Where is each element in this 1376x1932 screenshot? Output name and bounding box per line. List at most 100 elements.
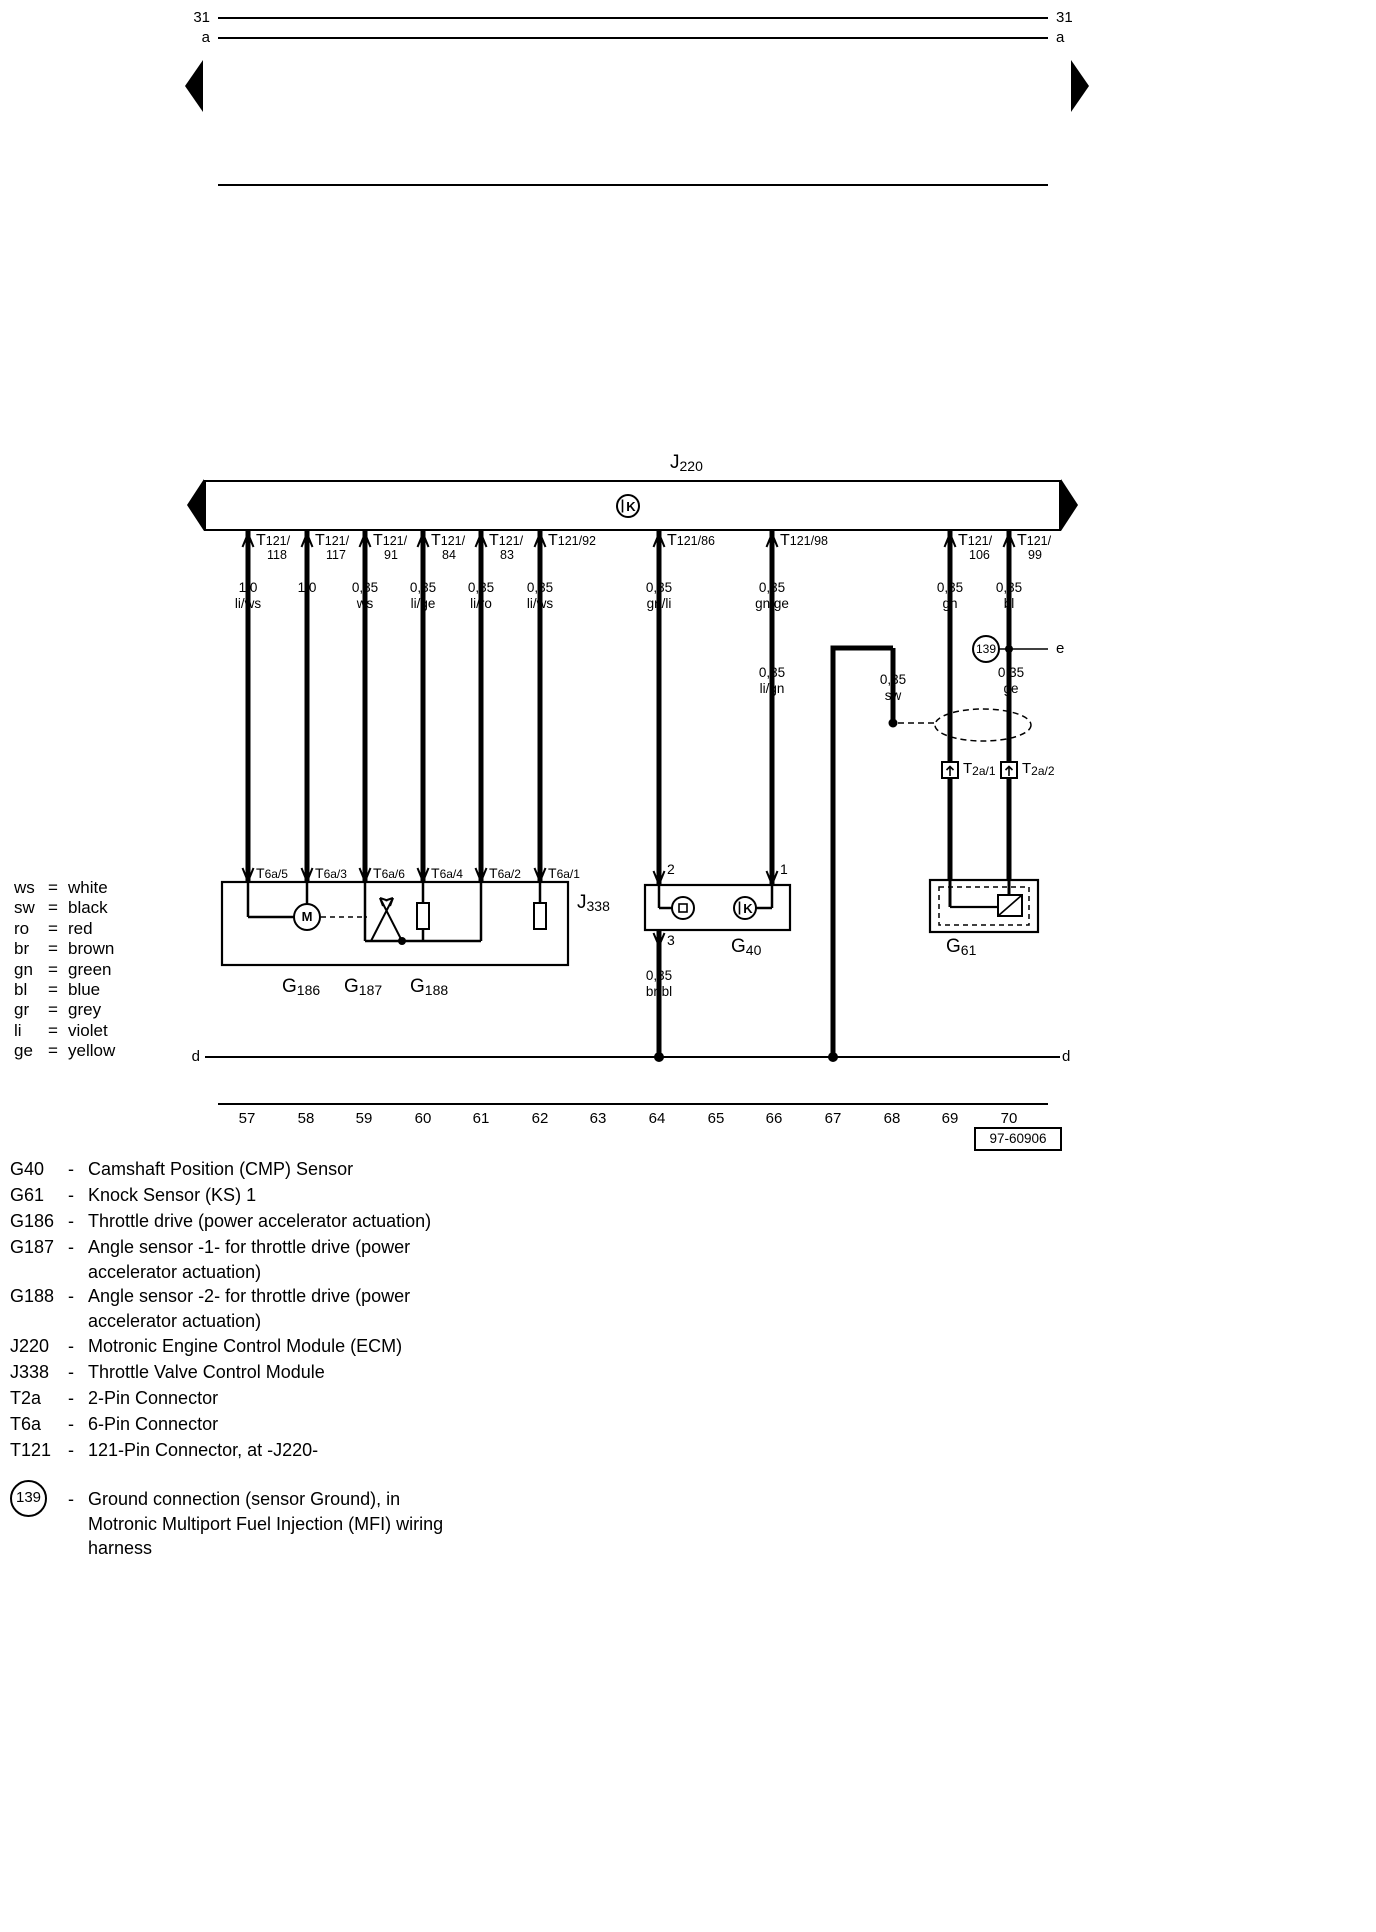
g40-sensor (643, 870, 792, 949)
color: gn/ge (755, 595, 789, 611)
ecm-box (204, 480, 1061, 531)
color: li (304, 595, 310, 611)
term-line2: 99 (1028, 547, 1042, 562)
label-t2a-1: T2a/1 (963, 760, 996, 778)
dash: - (68, 1489, 74, 1509)
pin: 6a/2 (497, 867, 521, 881)
component-list-row-t121: T121-121-Pin Connector, at -J220- (10, 1438, 318, 1463)
eq: = (48, 918, 58, 938)
number: 186 (296, 982, 321, 998)
size: 0,35 (645, 580, 673, 595)
abbr: ws (14, 878, 35, 897)
name: grey (68, 1000, 102, 1020)
resistor-symbol (533, 902, 547, 930)
prefix: T (431, 865, 440, 881)
name: yellow (68, 1041, 116, 1061)
number: 338 (586, 898, 610, 914)
top-rails (218, 17, 1048, 186)
doc-number-box: 97-60906 (974, 1127, 1062, 1151)
component-list-row-t2a: T2a-2-Pin Connector (10, 1386, 218, 1411)
wire-ground-67 (830, 645, 893, 1057)
term-prefix: T (667, 532, 677, 549)
prefix: T (548, 865, 557, 881)
pin: 2a/1 (972, 764, 996, 778)
terminal-t121-83: T121/83 (489, 532, 524, 562)
code: T2a (10, 1388, 42, 1408)
term-prefix: T (315, 532, 325, 549)
color: li/ws (234, 595, 262, 611)
terminal-t6a-5: T6a/5 (256, 865, 288, 881)
color-legend-row-gn: gn=green (14, 960, 115, 980)
terminal-t121-98: T121/98 (780, 533, 828, 549)
color-legend-row-ge: ge=yellow (14, 1041, 115, 1061)
connector-arrow-icon (945, 765, 955, 771)
dash: - (68, 1286, 74, 1306)
size: 0,35 (467, 580, 495, 595)
terminal-t121-84: T121/84 (431, 533, 466, 562)
color-legend-row-br: br=brown (14, 939, 115, 959)
color: sw (884, 687, 902, 703)
prefix: T (963, 760, 973, 777)
g40-box (643, 883, 792, 932)
color: br/bl (645, 983, 673, 999)
color-legend-row-ro: ro=red (14, 919, 115, 939)
grid-number-67: 67 (824, 1110, 842, 1127)
pin: 6a/3 (323, 867, 347, 881)
term-line1: 121/ (440, 534, 466, 548)
dash: - (68, 1414, 74, 1434)
piezo-element-diagonal (997, 894, 1023, 917)
g40-k-symbol: K (743, 901, 753, 916)
term-line1: 121/92 (557, 534, 597, 548)
g40-pin-2: 2 (667, 861, 675, 877)
color: li/ws (526, 595, 554, 611)
grid-number-62: 62 (531, 1110, 549, 1127)
term-line1: 121/ (498, 534, 524, 548)
number: 188 (424, 982, 449, 998)
exit-e-label: e (1056, 640, 1065, 657)
term-line1: 121/ (265, 534, 291, 548)
prefix: T (489, 865, 498, 881)
label-g186: G186 (282, 976, 320, 998)
piezo-element-symbol (997, 894, 1023, 917)
description: Angle sensor -1- for throttle drive (pow… (88, 1237, 411, 1282)
pin: 6a/4 (439, 867, 463, 881)
size: 0,35 (351, 580, 379, 595)
prefix: G (344, 976, 359, 997)
terminal-t121-117: T121/117 (315, 532, 349, 562)
ecm-k-symbol: K (626, 499, 636, 514)
grid-number-64: 64 (648, 1110, 666, 1127)
term-line2: 106 (969, 547, 990, 562)
label-j220: J220 (670, 452, 703, 474)
component-list-row-g61: G61-Knock Sensor (KS) 1 (10, 1183, 256, 1208)
description: 2-Pin Connector (88, 1388, 219, 1408)
label-g187: G187 (344, 976, 382, 998)
term-prefix: T (489, 532, 499, 549)
prefix: T (315, 865, 324, 881)
pin: 6a/1 (556, 867, 580, 881)
pin: 6a/5 (264, 867, 288, 881)
grid-number-61: 61 (472, 1110, 490, 1127)
grid-number-58: 58 (297, 1110, 315, 1127)
description: Throttle drive (power accelerator actuat… (88, 1211, 432, 1231)
number: 40 (745, 942, 762, 958)
junction-dot (1005, 645, 1013, 653)
abbr: br (14, 939, 30, 959)
continuation-arrows-top (185, 60, 1089, 112)
color-legend-row-li: li=violet (14, 1021, 115, 1041)
control-module-symbol-circle (616, 494, 640, 518)
description: Ground connection (sensor Ground), in Mo… (88, 1489, 444, 1558)
description: Camshaft Position (CMP) Sensor (88, 1159, 354, 1179)
g61-sensor (928, 878, 1040, 934)
description: 121-Pin Connector, at -J220- (88, 1440, 319, 1460)
